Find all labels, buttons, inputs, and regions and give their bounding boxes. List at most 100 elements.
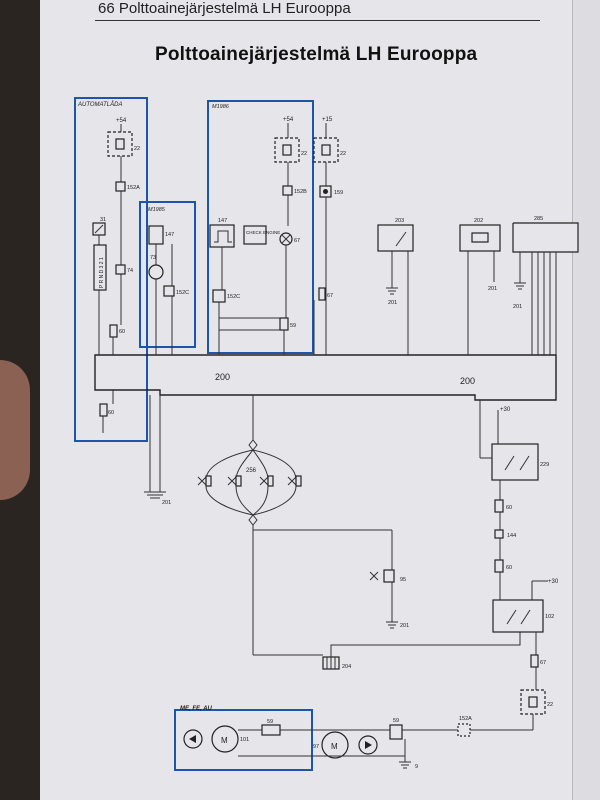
check-engine-label: CHECK ENGINE bbox=[246, 230, 280, 235]
comp-67-a-label: 67 bbox=[294, 238, 300, 244]
comp-147 bbox=[209, 224, 235, 248]
connector-60-c-label: 60 bbox=[506, 505, 512, 511]
m1985-label: M1985 bbox=[148, 207, 166, 213]
ground-9-label: 9 bbox=[415, 764, 418, 770]
supply-54-b: +54 bbox=[283, 117, 294, 123]
connector-152a-a-label: 152A bbox=[127, 185, 140, 191]
connector-60-c bbox=[494, 499, 504, 513]
connector-144-label: 144 bbox=[507, 533, 516, 539]
connector-60-d-label: 60 bbox=[506, 565, 512, 571]
connector-67-b bbox=[318, 287, 326, 301]
comp-147b bbox=[148, 225, 164, 245]
connector-152a-a bbox=[115, 181, 126, 192]
bus-200-left-label: 200 bbox=[215, 372, 230, 382]
page-title: Polttoainejärjestelmä LH Eurooppa bbox=[155, 44, 478, 65]
gear-indicator-74 bbox=[93, 244, 107, 291]
relay-229-label: 229 bbox=[540, 462, 549, 468]
connector-204-label: 204 bbox=[342, 664, 351, 670]
supply-30-b: +30 bbox=[548, 579, 559, 585]
connector-152a-b-label: 152A bbox=[459, 716, 472, 722]
relay-102-label: 102 bbox=[545, 614, 554, 620]
connector-152c-a bbox=[163, 285, 175, 297]
ground-201-b-label: 201 bbox=[488, 286, 497, 292]
motor-m-a-label: M bbox=[221, 736, 228, 745]
comp-202-label: 202 bbox=[474, 218, 483, 224]
ecu-285 bbox=[512, 222, 579, 253]
connector-60-b bbox=[99, 403, 108, 417]
comp-147b-label: 147 bbox=[165, 232, 174, 238]
me-fe-au-box bbox=[174, 709, 313, 771]
connector-67-c bbox=[530, 654, 539, 668]
ground-201-c-label: 201 bbox=[513, 304, 522, 310]
connector-59-b bbox=[261, 724, 281, 736]
pump-97-label: 97 bbox=[313, 744, 319, 750]
connector-152b-label: 152B bbox=[294, 189, 307, 195]
connector-60-b-label: 60 bbox=[108, 410, 114, 416]
pump-motor-101 bbox=[211, 725, 239, 753]
comp-73 bbox=[148, 264, 164, 280]
relay-102 bbox=[492, 599, 544, 633]
bus-200 bbox=[94, 354, 557, 401]
thumb-shadow bbox=[0, 360, 30, 500]
ground-201-a-label: 201 bbox=[388, 300, 397, 306]
comp-285-label: 285 bbox=[534, 216, 543, 222]
fuse-22-a-label: 22 bbox=[134, 146, 140, 152]
connector-159-label: 159 bbox=[334, 190, 343, 196]
connector-60-a bbox=[109, 324, 118, 338]
m1986-label: M1986 bbox=[212, 104, 230, 110]
pump-motor-97 bbox=[321, 731, 349, 759]
comp-74-label: 74 bbox=[127, 268, 133, 274]
pump-101-label: 101 bbox=[240, 737, 249, 743]
comp-74 bbox=[115, 264, 126, 275]
injector-group-256-label: 256 bbox=[246, 468, 257, 474]
connector-152c-a-label: 152C bbox=[176, 290, 189, 296]
ground-201-d-label: 201 bbox=[162, 500, 171, 506]
connector-152a-b bbox=[457, 723, 471, 737]
me-fe-au-label: ME, FE, AU bbox=[180, 706, 212, 712]
bus-200-right-label: 200 bbox=[460, 376, 475, 386]
injector-1 bbox=[197, 475, 212, 487]
connector-144 bbox=[494, 529, 504, 539]
check-engine-lamp bbox=[243, 225, 267, 245]
connector-67-b-label: 67 bbox=[327, 293, 333, 299]
supply-54-a: +54 bbox=[116, 118, 127, 124]
automatlada-label: AUTOMATLÅDA bbox=[77, 101, 122, 108]
injector-2 bbox=[227, 475, 242, 487]
ground-201-e-label: 201 bbox=[400, 623, 409, 629]
supply-30-a: +30 bbox=[500, 407, 511, 413]
connector-152b bbox=[282, 185, 293, 196]
fuse-22-c-label: 22 bbox=[340, 151, 346, 157]
valve-95 bbox=[369, 571, 379, 581]
connector-59-b-label: 59 bbox=[267, 719, 273, 725]
fuse-22-b-label: 22 bbox=[301, 151, 307, 157]
connector-152c-b-label: 152C bbox=[227, 294, 240, 300]
connector-59-a bbox=[279, 317, 289, 331]
m1985-box bbox=[139, 201, 196, 348]
connector-60-a-label: 60 bbox=[119, 329, 125, 335]
fuse-22-d-label: 22 bbox=[547, 702, 553, 708]
comp-147-label: 147 bbox=[218, 218, 227, 224]
comp-73-label: 73 bbox=[150, 255, 156, 261]
next-page-edge bbox=[572, 0, 600, 800]
connector-59-a-label: 59 bbox=[290, 323, 296, 329]
connector-60-d bbox=[494, 559, 504, 573]
connector-67-c-label: 67 bbox=[540, 660, 546, 666]
page-header: 66 Polttoainejärjestelmä LH Eurooppa bbox=[98, 0, 351, 17]
injector-4 bbox=[287, 475, 302, 487]
switch-203 bbox=[377, 224, 414, 252]
connector-59-c bbox=[389, 724, 403, 740]
injector-3 bbox=[259, 475, 274, 487]
relay-229 bbox=[491, 443, 539, 481]
m1986-box bbox=[207, 100, 314, 354]
fuse-22-b bbox=[274, 137, 300, 163]
valve-95-label: 95 bbox=[400, 577, 406, 583]
comp-203-label: 203 bbox=[395, 218, 404, 224]
automatlada-box bbox=[74, 97, 148, 442]
motor-m-b-label: M bbox=[331, 742, 338, 751]
shift-pattern-label: P R N D 3 2 1 bbox=[99, 257, 105, 288]
header-rule bbox=[95, 20, 540, 21]
connector-59-c-label: 59 bbox=[393, 718, 399, 724]
supply-15: +15 bbox=[322, 117, 333, 123]
